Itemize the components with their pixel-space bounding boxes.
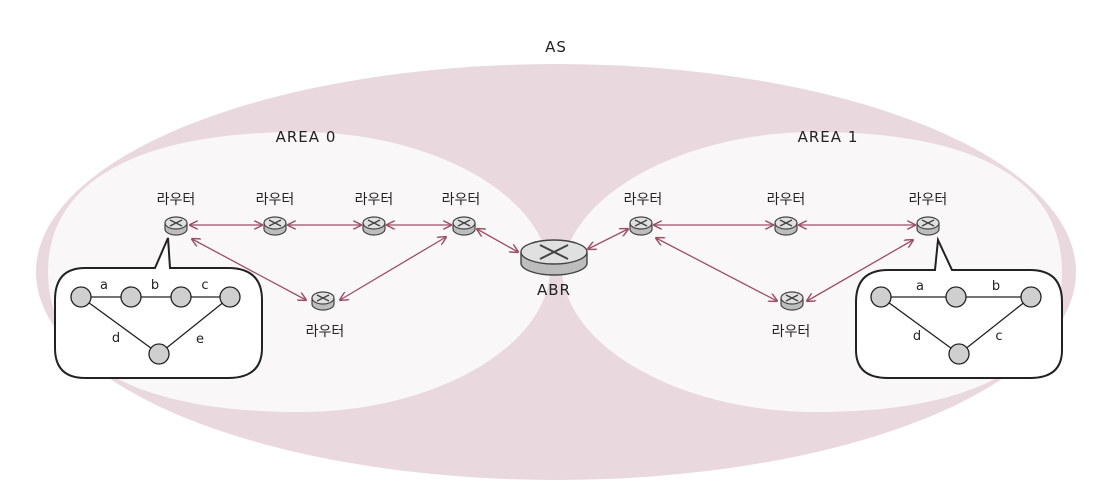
link — [477, 229, 518, 252]
graph-node — [70, 286, 92, 308]
router-icon[interactable] — [629, 216, 653, 236]
links — [190, 225, 915, 301]
router-label: 라우터 — [772, 324, 811, 340]
router-icon[interactable] — [362, 216, 386, 236]
router-label: 라우터 — [767, 192, 806, 208]
area-1-title: AREA 1 — [798, 128, 859, 146]
link — [588, 229, 628, 249]
graph-node — [870, 286, 892, 308]
edge-label: a — [100, 278, 108, 293]
edge-label: d — [112, 331, 120, 346]
graph-node — [219, 286, 241, 308]
graph-node — [120, 286, 142, 308]
area-0-title: AREA 0 — [276, 128, 337, 146]
edge-label: d — [913, 329, 921, 344]
graph-node — [945, 286, 967, 308]
graph-node — [170, 286, 192, 308]
router-label: 라우터 — [355, 192, 394, 208]
graph-node — [1020, 286, 1042, 308]
router-icon[interactable] — [774, 216, 798, 236]
link — [192, 239, 306, 300]
edge-label: b — [992, 279, 1000, 294]
router-label: 라우터 — [442, 192, 481, 208]
graph-node — [948, 343, 970, 365]
router-icon[interactable] — [164, 216, 188, 236]
router-label: 라우터 — [306, 324, 345, 340]
router-label: 라우터 — [157, 192, 196, 208]
abr-label: ABR — [537, 281, 571, 299]
router-label: 라우터 — [256, 192, 295, 208]
edge-label: a — [916, 279, 924, 294]
router-icon[interactable] — [916, 216, 940, 236]
edge-label: c — [201, 278, 208, 293]
router-label: 라우터 — [624, 192, 663, 208]
edge-label: c — [995, 329, 1002, 344]
right-graph-callout: a b c d — [855, 236, 1063, 379]
router-icon[interactable] — [263, 216, 287, 236]
abr-router-icon[interactable] — [520, 239, 588, 276]
link — [340, 237, 446, 300]
left-graph-callout: a b c d e — [54, 237, 263, 379]
link — [656, 238, 777, 301]
router-icon[interactable] — [452, 216, 476, 236]
router-icon[interactable] — [311, 291, 335, 311]
router-label: 라우터 — [909, 192, 948, 208]
edge-label: b — [151, 278, 159, 293]
graph-node — [148, 343, 170, 365]
as-title: AS — [545, 38, 567, 56]
edge-label: e — [196, 332, 204, 347]
link — [807, 240, 913, 301]
router-icon[interactable] — [780, 291, 804, 311]
